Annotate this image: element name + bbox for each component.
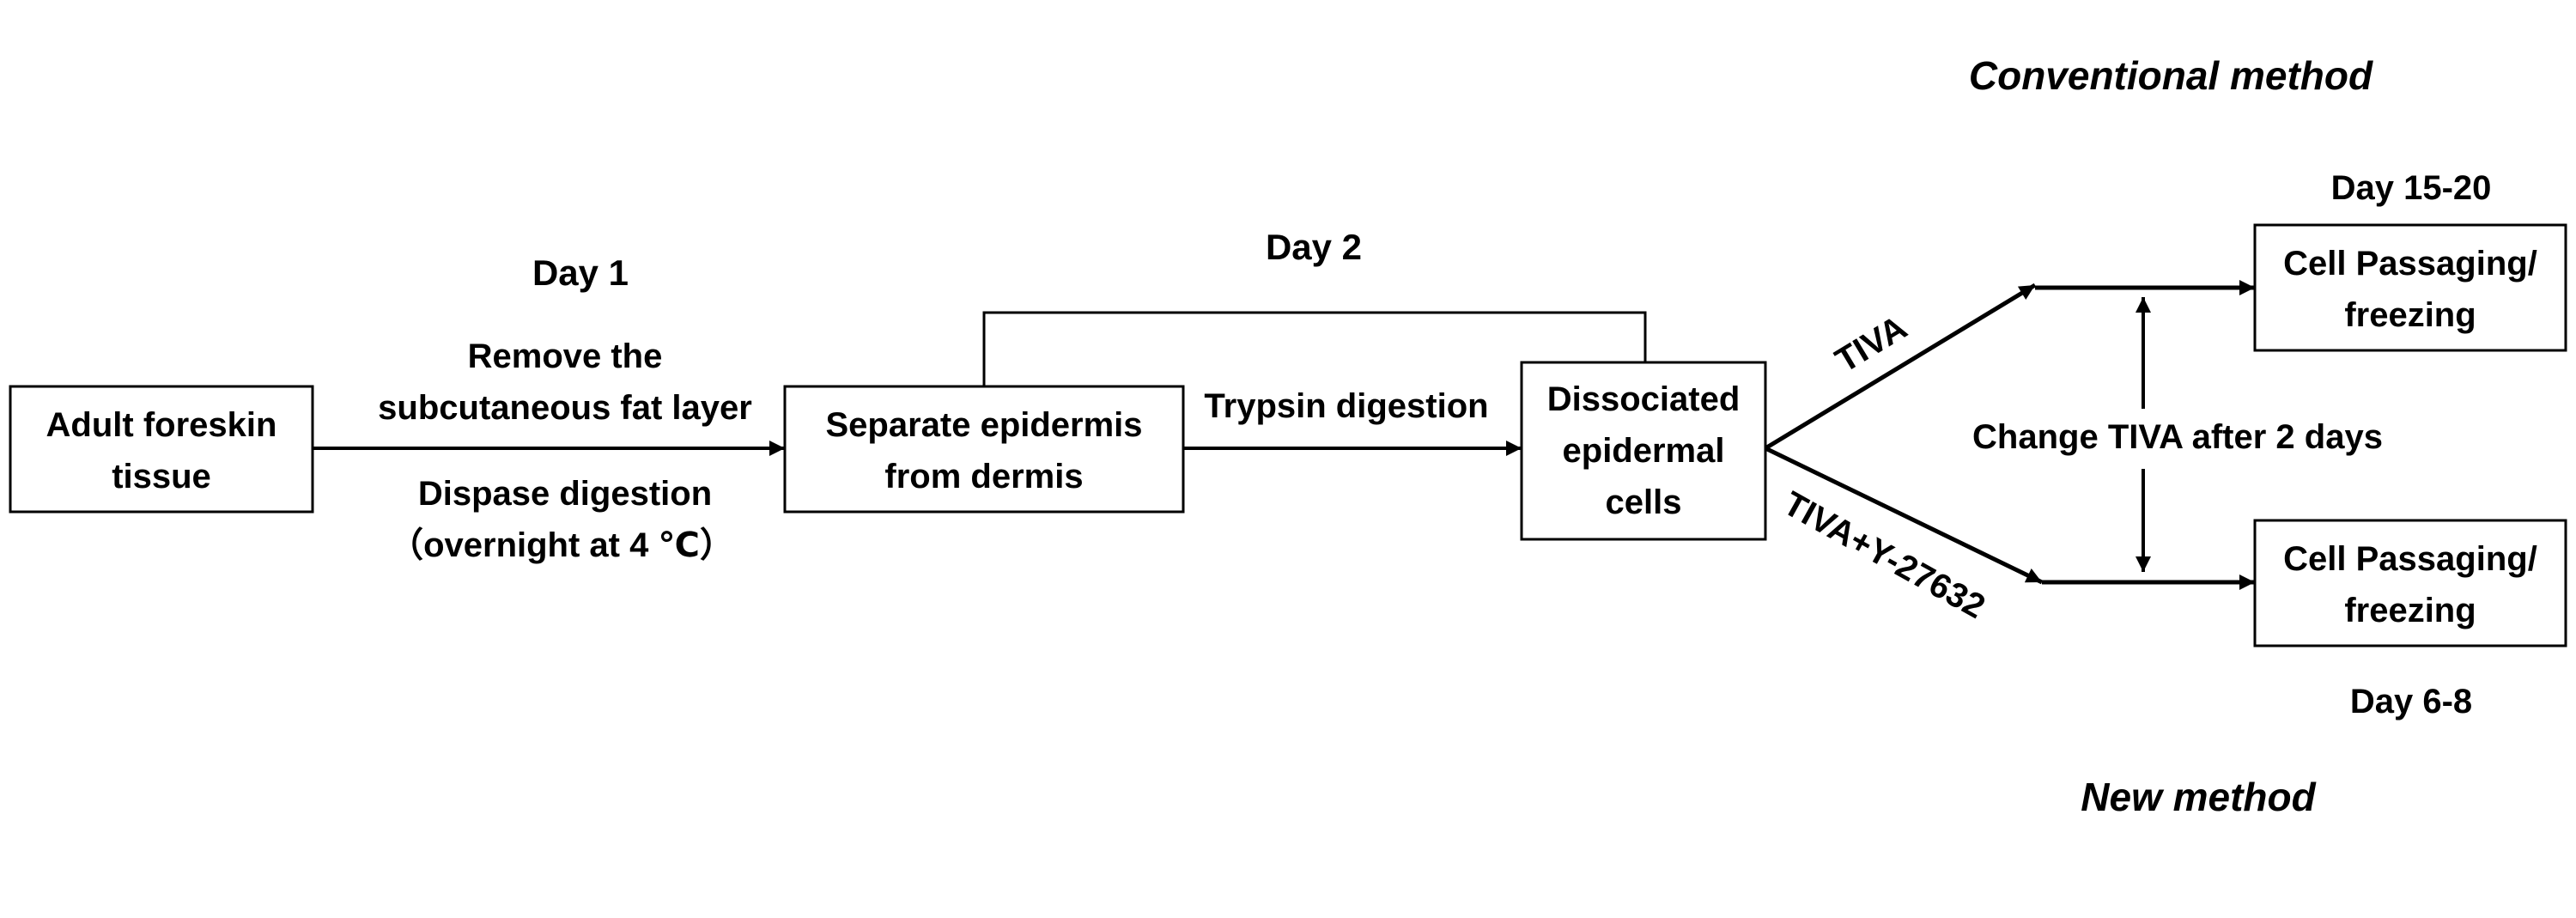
label-day1: Day 1: [532, 252, 629, 293]
label-trypsin: Trypsin digestion: [1204, 387, 1488, 425]
label-day2: Day 2: [1266, 227, 1362, 267]
label-conventional-method: Conventional method: [1969, 53, 2373, 98]
connector-day2-bracket: [982, 311, 1647, 386]
box-passaging-bottom-line2: freezing: [2344, 592, 2476, 629]
box-passaging-top: [2253, 223, 2567, 352]
label-tiva: TIVA: [1829, 308, 1913, 380]
box-dissociated-line1: Dissociated: [1547, 380, 1741, 418]
label-new-method: New method: [2081, 775, 2316, 819]
box-passaging-bottom: [2253, 519, 2567, 647]
box-passaging-top-line1: Cell Passaging/: [2283, 245, 2537, 283]
box-passaging-bottom-line1: Cell Passaging/: [2283, 540, 2537, 578]
box-adult-foreskin: [9, 385, 314, 514]
label-change-tiva: Change TIVA after 2 days: [1972, 418, 2383, 456]
box-separate-epidermis-line1: Separate epidermis: [825, 406, 1142, 444]
box-passaging-top-line2: freezing: [2344, 296, 2476, 334]
box-dissociated-cells: [1520, 361, 1767, 541]
label-day-6-8: Day 6-8: [2350, 683, 2472, 720]
arrow-tiva-branch: [1764, 283, 2037, 451]
box-separate-epidermis: [783, 385, 1185, 514]
double-arrow-gap: [2126, 409, 2160, 469]
label-day-15-20: Day 15-20: [2331, 169, 2492, 207]
label-dispase-line1: Dispase digestion: [418, 475, 712, 513]
label-remove-fat-line2: subcutaneous fat layer: [378, 389, 752, 427]
label-remove-fat-line1: Remove the: [468, 337, 663, 375]
box-dissociated-line2: epidermal: [1563, 432, 1725, 470]
label-dispase-line2: （overnight at 4 ℃）: [389, 526, 734, 564]
box-adult-foreskin-line1: Adult foreskin: [46, 406, 277, 444]
arrow-tiva-y-branch: [1764, 446, 2044, 585]
box-separate-epidermis-line2: from dermis: [884, 458, 1083, 495]
box-adult-foreskin-line2: tissue: [112, 458, 211, 495]
box-dissociated-line3: cells: [1606, 483, 1682, 521]
